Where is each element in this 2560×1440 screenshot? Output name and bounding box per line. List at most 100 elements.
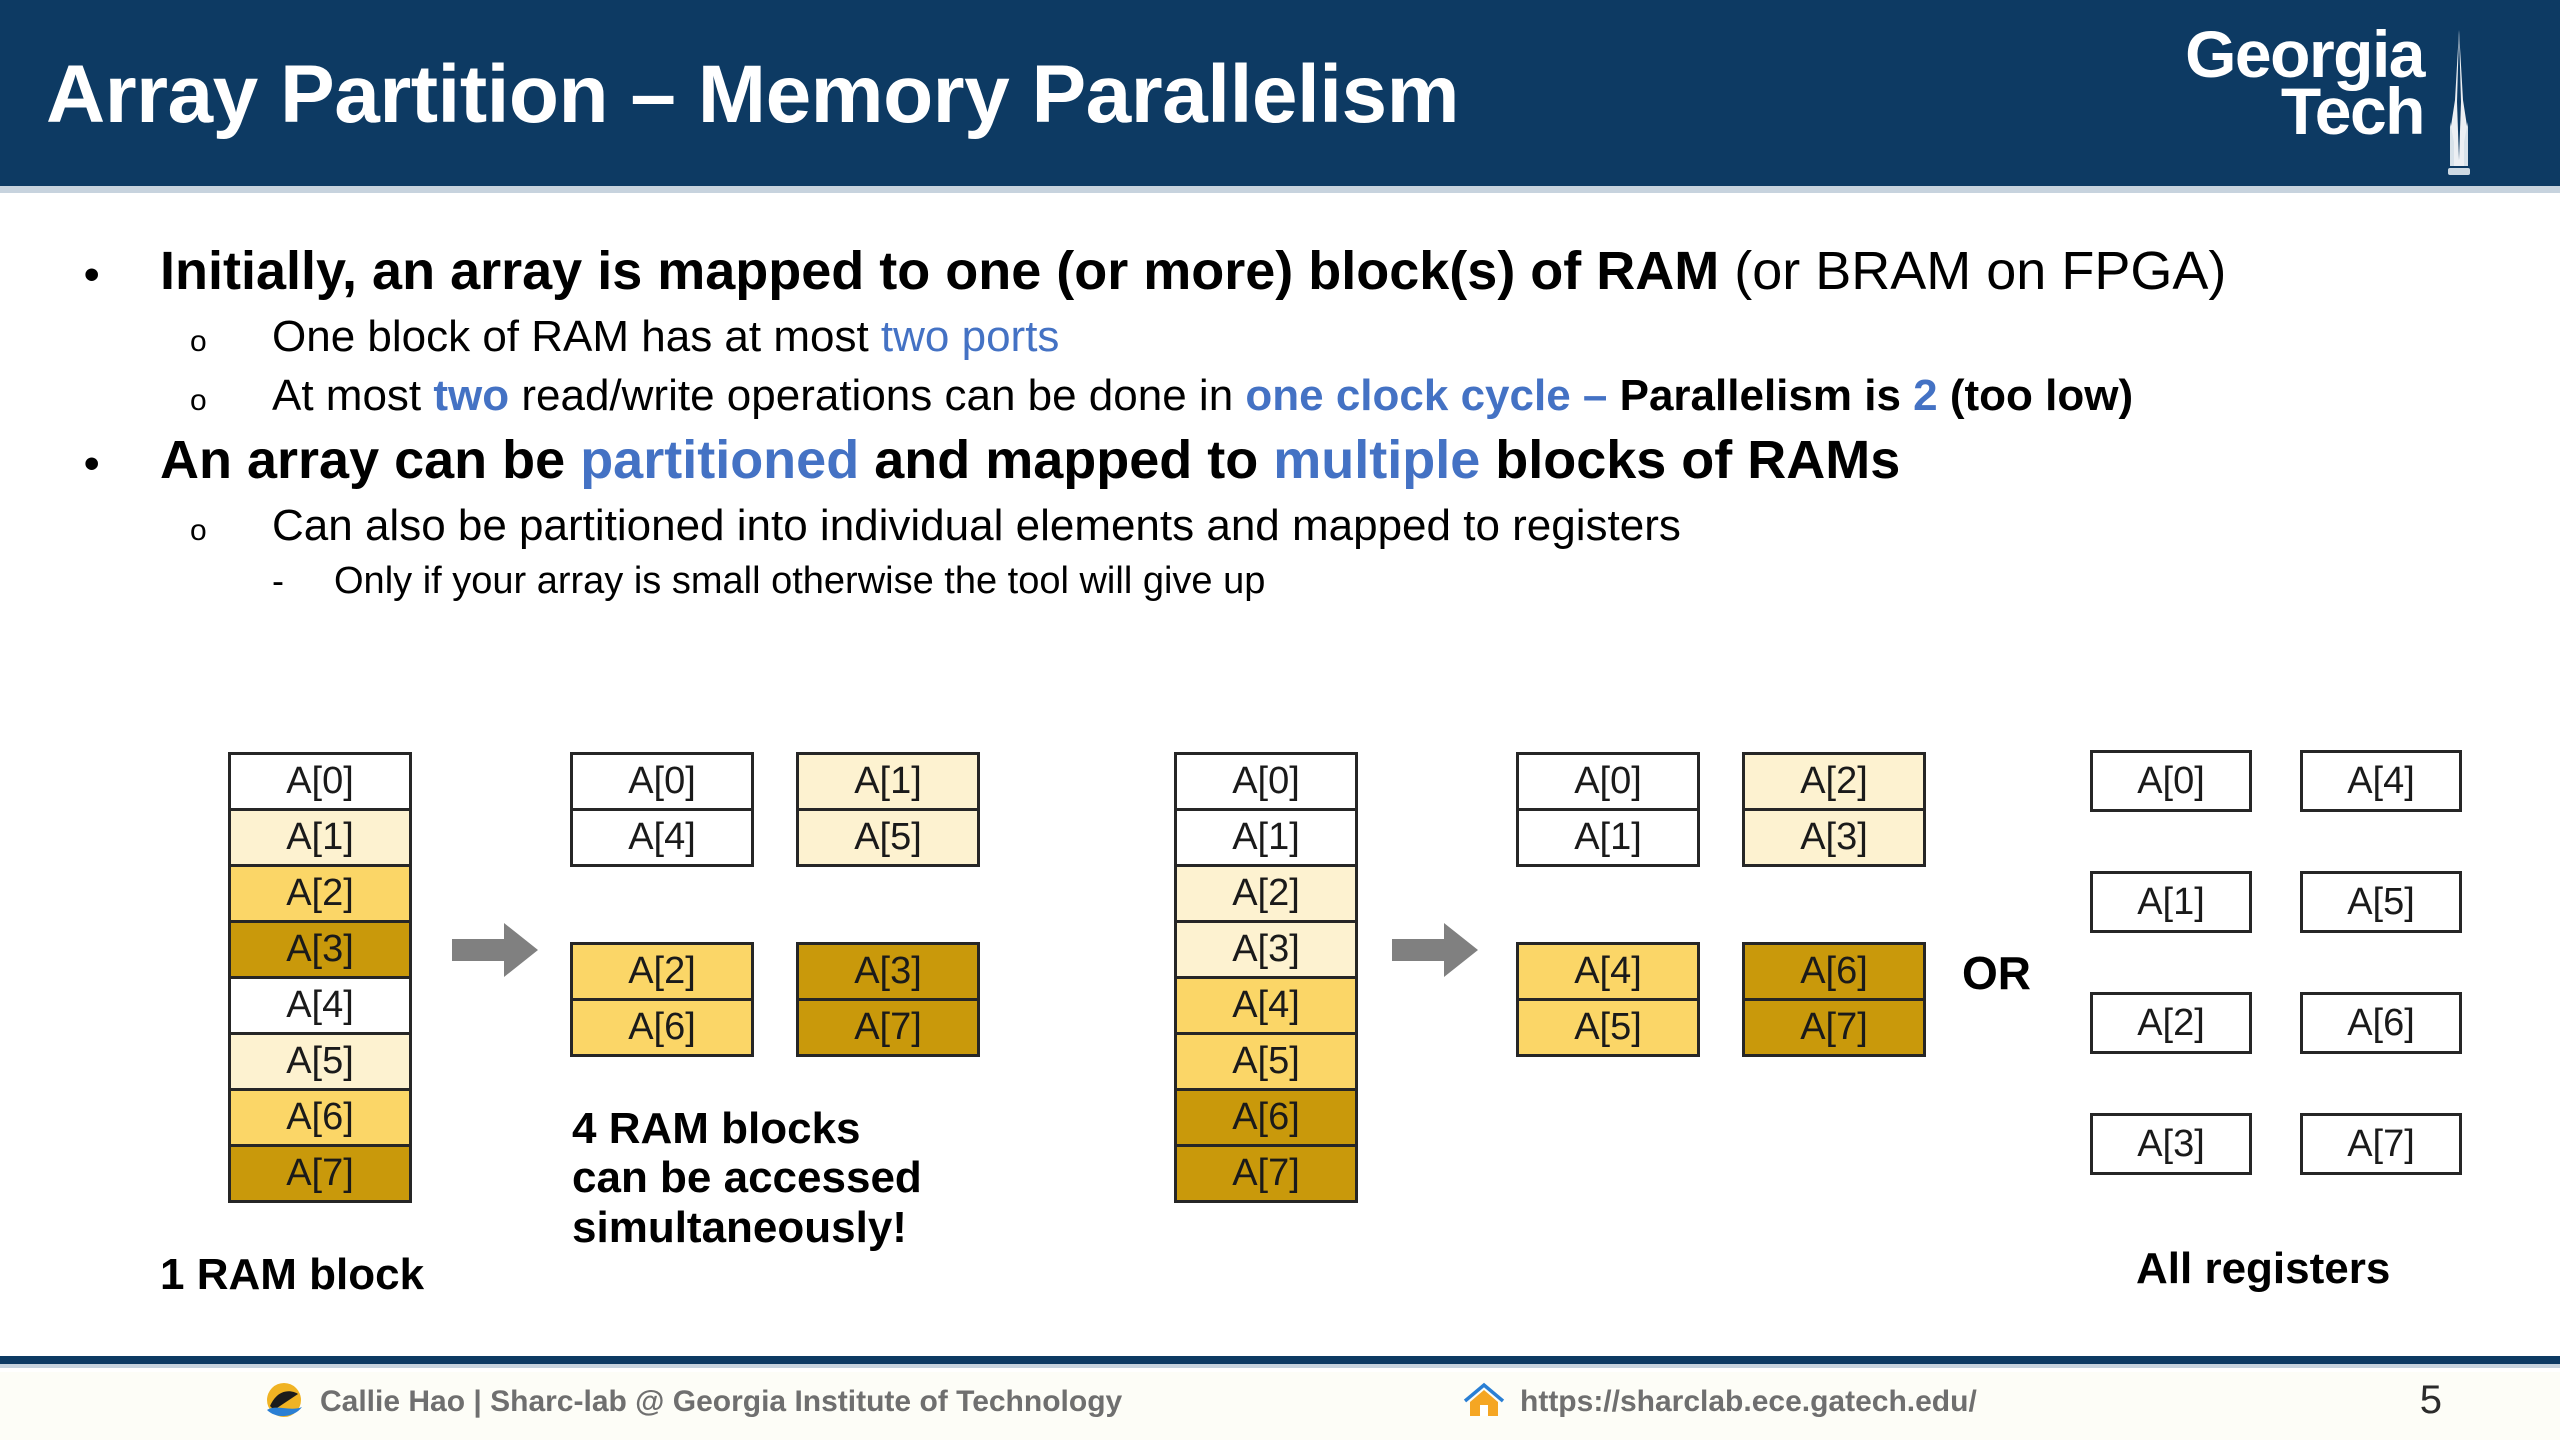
array-cell: A[2] xyxy=(570,942,754,1001)
right-arrow-icon xyxy=(452,923,538,977)
register-cell: A[4] xyxy=(2300,750,2462,812)
register-cell: A[0] xyxy=(2090,750,2252,812)
right-arrow-icon-2 xyxy=(1392,923,1478,977)
bullet-run: Parallelism is xyxy=(1607,371,1914,421)
array-cell: A[2] xyxy=(1742,752,1926,811)
bullet-text: At most two read/write operations can be… xyxy=(272,369,2133,423)
bullet-run: Initially, an array is mapped to one (or… xyxy=(160,241,1720,301)
bullet-marker: • xyxy=(84,439,100,489)
cyclic-block-0: A[0]A[4] xyxy=(570,752,754,867)
bullet-text: An array can be partitioned and mapped t… xyxy=(160,429,1900,493)
logo-line-tech: Tech xyxy=(2280,73,2426,148)
georgia-tech-logo: Georgia Tech xyxy=(2185,17,2482,180)
bullet-text: Initially, an array is mapped to one (or… xyxy=(160,240,2226,304)
slide-header xyxy=(0,0,2560,186)
footer-divider xyxy=(0,1356,2560,1364)
bullet-run: and mapped to xyxy=(859,430,1274,491)
bullet-run: two xyxy=(433,371,510,421)
bullet-run: Can also be partitioned into individual … xyxy=(272,500,1681,550)
header-underline xyxy=(0,186,2560,193)
array-cell: A[3] xyxy=(1742,808,1926,867)
bullet-marker: • xyxy=(84,250,100,299)
bullet-run: At most xyxy=(272,371,434,421)
bullet-list: • Initially, an array is mapped to one (o… xyxy=(0,240,2560,609)
bullet-run: two ports xyxy=(880,311,1060,361)
bullet-run: Only if your array is small otherwise th… xyxy=(334,560,1266,603)
bullet-level2: o At most two read/write operations can b… xyxy=(190,369,2560,423)
bullet-run: An array can be xyxy=(160,430,581,491)
block-block-3: A[6]A[7] xyxy=(1742,942,1926,1057)
array-cell: A[5] xyxy=(1516,998,1700,1057)
cyclic-block-3: A[3]A[7] xyxy=(796,942,980,1057)
bullet-run: blocks of RAMs xyxy=(1480,430,1901,491)
footer-author-block: Callie Hao | Sharc-lab @ Georgia Institu… xyxy=(262,1380,1122,1424)
cyclic-source-caption: 1 RAM block xyxy=(160,1250,425,1299)
array-cell: A[0] xyxy=(1174,752,1358,811)
array-cell: A[4] xyxy=(1174,976,1358,1035)
array-cell: A[3] xyxy=(1174,920,1358,979)
cyclic-result-caption: 4 RAM blocks can be accessed simultaneou… xyxy=(572,1104,922,1252)
register-cell: A[2] xyxy=(2090,992,2252,1054)
registers-column-right: A[4] A[5] A[6] A[7] xyxy=(2300,750,2462,1175)
block-source-column: A[0]A[1]A[2]A[3]A[4]A[5]A[6]A[7] xyxy=(1174,752,1358,1203)
bullet-run: (or BRAM on FPGA) xyxy=(1719,241,2227,301)
georgia-tech-wordmark: Georgia Tech xyxy=(2185,17,2426,148)
bullet-text: Can also be partitioned into individual … xyxy=(272,499,1681,553)
bullet-run: partitioned xyxy=(580,430,860,491)
gt-tower-icon xyxy=(2448,30,2470,175)
bullet-run: (too low) xyxy=(1937,371,2134,421)
array-cell: A[1] xyxy=(1174,808,1358,867)
bullet-marker: o xyxy=(190,324,207,358)
block-block-1: A[2]A[3] xyxy=(1742,752,1926,867)
register-cell: A[7] xyxy=(2300,1113,2462,1175)
bullet-level1: • Initially, an array is mapped to one (o… xyxy=(84,240,2560,304)
array-cell: A[5] xyxy=(1174,1032,1358,1091)
bullet-marker: o xyxy=(190,384,207,418)
array-cell: A[0] xyxy=(1516,752,1700,811)
array-cell: A[7] xyxy=(1742,998,1926,1057)
array-cell: A[1] xyxy=(796,752,980,811)
bullet-text: One block of RAM has at most two ports xyxy=(272,310,1059,364)
bullet-run: 2 xyxy=(1913,371,1938,421)
bullet-level2: o One block of RAM has at most two ports xyxy=(190,310,2560,364)
page-title: Array Partition – Memory Parallelism xyxy=(46,49,1460,140)
array-cell: A[1] xyxy=(228,808,412,867)
array-cell: A[3] xyxy=(796,942,980,1001)
bullet-level3: -Only if your array is small otherwise t… xyxy=(272,558,2560,604)
register-cell: A[1] xyxy=(2090,871,2252,933)
block-block-2: A[4]A[5] xyxy=(1516,942,1700,1057)
bullet-run: read/write operations can be done in xyxy=(509,371,1246,421)
array-cell: A[6] xyxy=(570,998,754,1057)
register-cell: A[3] xyxy=(2090,1113,2252,1175)
array-cell: A[3] xyxy=(228,920,412,979)
registers-caption: All registers xyxy=(2136,1244,2391,1293)
home-icon xyxy=(1463,1382,1505,1416)
bullet-run: one clock cycle – xyxy=(1245,371,1608,421)
array-cell: A[2] xyxy=(1174,864,1358,923)
registers-column-left: A[0] A[1] A[2] A[3] xyxy=(2090,750,2252,1175)
bullet-level1: • An array can be partitioned and mapped … xyxy=(84,429,2560,493)
footer-url-block[interactable]: https://sharclab.ece.gatech.edu/ xyxy=(1462,1380,1977,1424)
bullet-run: One block of RAM has at most xyxy=(272,311,881,361)
array-cell: A[4] xyxy=(228,976,412,1035)
cyclic-block-2: A[2]A[6] xyxy=(570,942,754,1057)
array-partition-diagram: A[0]A[1]A[2]A[3]A[4]A[5]A[6]A[7] 1 RAM b… xyxy=(0,750,2560,1332)
logo-line-georgia: Georgia xyxy=(2185,17,2425,91)
cyclic-source-column: A[0]A[1]A[2]A[3]A[4]A[5]A[6]A[7] xyxy=(228,752,412,1203)
slide-footer: Callie Hao | Sharc-lab @ Georgia Institu… xyxy=(0,1372,2560,1440)
sharclab-logo-icon xyxy=(267,1383,302,1417)
array-cell: A[7] xyxy=(228,1144,412,1203)
array-cell: A[4] xyxy=(1516,942,1700,1001)
array-cell: A[0] xyxy=(570,752,754,811)
footer-divider-light xyxy=(0,1364,2560,1368)
page-number: 5 xyxy=(2419,1378,2442,1422)
array-cell: A[7] xyxy=(1174,1144,1358,1203)
array-cell: A[5] xyxy=(228,1032,412,1091)
array-cell: A[4] xyxy=(570,808,754,867)
register-cell: A[6] xyxy=(2300,992,2462,1054)
block-block-0: A[0]A[1] xyxy=(1516,752,1700,867)
array-cell: A[1] xyxy=(1516,808,1700,867)
register-cell: A[5] xyxy=(2300,871,2462,933)
